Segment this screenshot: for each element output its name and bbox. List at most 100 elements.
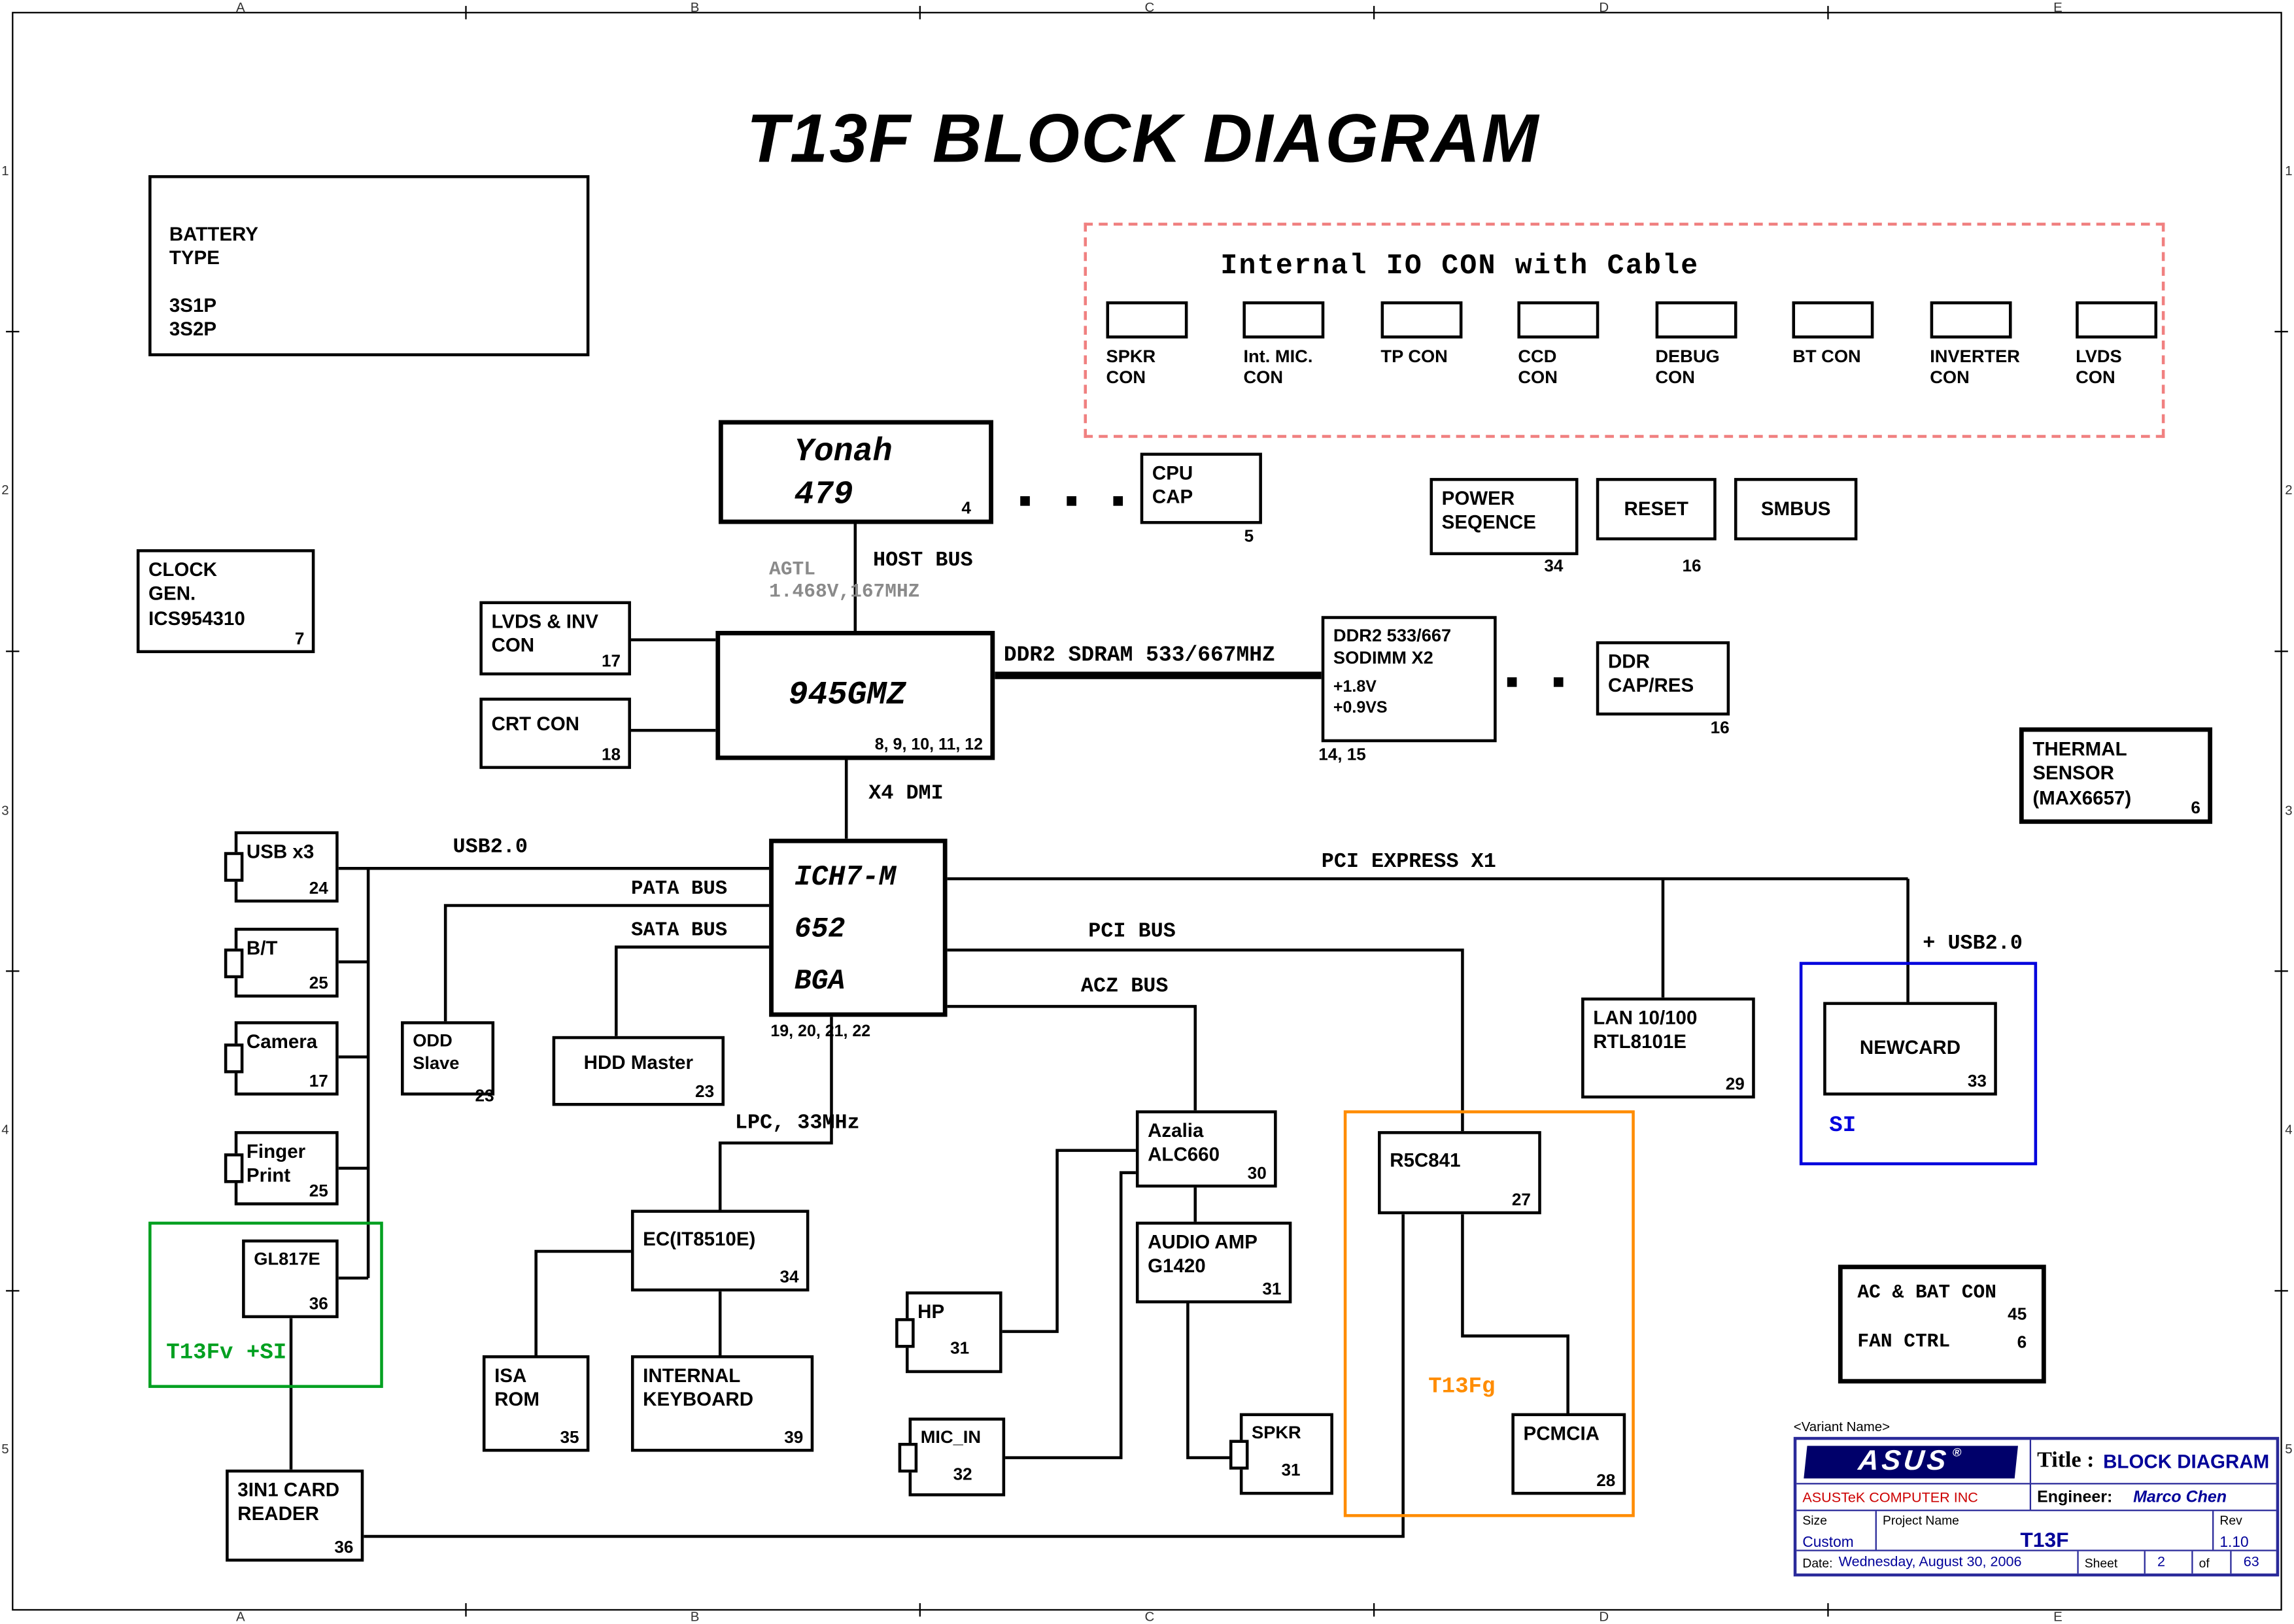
- connector-inverter-con: INVERTER CON: [1930, 301, 2020, 388]
- block-usb-x3-label: USB x3: [246, 840, 315, 863]
- label-pcie: PCI EXPRESS X1: [1321, 850, 1496, 875]
- block-ec-num: 34: [779, 1269, 799, 1287]
- connector-label: CCD CON: [1518, 346, 1558, 388]
- wire-cardreader-r5c841: [364, 1214, 1405, 1538]
- wire-pata: [443, 904, 770, 1022]
- block-lvds-inv-con-num: 17: [602, 653, 621, 671]
- block-lan-num: 29: [1725, 1076, 1745, 1094]
- connector-ccd-con: CCD CON: [1518, 301, 1600, 388]
- connector-label: LVDS CON: [2076, 346, 2122, 388]
- block-crt-con-label: CRT CON: [491, 712, 579, 735]
- grid-row-1-right: 1: [2285, 163, 2293, 178]
- block-hp-num: 31: [950, 1340, 970, 1359]
- block-audio-amp-num: 31: [1262, 1281, 1282, 1299]
- label-usb20: USB2.0: [453, 836, 528, 860]
- block-yonah-label: Yonah 479: [794, 433, 893, 513]
- wire-pci: [947, 948, 1464, 1132]
- grid-row-2-right: 2: [2285, 482, 2293, 498]
- block-3in1-card-reader-label: 3IN1 CARD READER: [237, 1478, 340, 1525]
- block-bt-label: B/T: [246, 936, 278, 959]
- grid-col-e-top: E: [2053, 0, 2063, 15]
- grid-row-4-right: 4: [2285, 1122, 2293, 1138]
- grid-row-2-left: 2: [1, 482, 9, 498]
- label-t13fg: T13Fg: [1428, 1374, 1496, 1400]
- block-sodimm-num: 14, 15: [1318, 747, 1366, 765]
- logo-cell: ASUS ®: [1796, 1440, 2032, 1483]
- wire-sata: [614, 945, 770, 1036]
- block-camera-label: Camera: [246, 1030, 318, 1053]
- block-945gmz-label: 945GMZ: [788, 677, 906, 715]
- label-agtl: AGTL 1.468V,167MHZ: [769, 558, 920, 603]
- block-yonah: Yonah 479 4: [718, 420, 993, 524]
- title-block-table: ASUS ® Title : BLOCK DIAGRAM ASUSTeK COM…: [1793, 1436, 2280, 1577]
- block-reset-label: RESET: [1624, 497, 1688, 520]
- block-hdd-master-num: 23: [695, 1083, 715, 1102]
- block-odd-slave-num: 23: [475, 1088, 494, 1106]
- wire-r5c841-pcmcia: [1461, 1214, 1569, 1413]
- sheet-label: Sheet: [2084, 1555, 2118, 1570]
- block-newcard: NEWCARD 33: [1823, 1002, 1997, 1096]
- title-value: BLOCK DIAGRAM: [2103, 1450, 2270, 1473]
- connector-label: BT CON: [1792, 346, 1861, 367]
- sheet-label-cell: Sheet: [2079, 1551, 2146, 1574]
- grid-col-d-bottom: D: [1599, 1609, 1609, 1624]
- block-cpu-cap-num: 5: [1244, 528, 1254, 547]
- block-thermal-sensor: THERMAL SENSOR (MAX6657) 6: [2019, 727, 2213, 824]
- engineer-name: Marco Chen: [2133, 1488, 2227, 1506]
- grid-col-c-top: C: [1144, 0, 1155, 15]
- newcard-si-frame: [1799, 962, 2038, 1166]
- sheet-of-cell: of: [2193, 1551, 2232, 1574]
- block-bt: B/T 25: [234, 928, 339, 998]
- block-sodimm-volt: +1.8V +0.9VS: [1333, 678, 1388, 717]
- block-ddr-cap-res-num: 16: [1710, 720, 1730, 738]
- label-pci-bus: PCI BUS: [1088, 920, 1176, 945]
- block-gl817e-label: GL817E: [254, 1248, 320, 1270]
- wire-acz: [947, 1005, 1197, 1111]
- label-lpc: LPC, 33MHz: [734, 1111, 860, 1136]
- block-ac-bat-num: 45: [2008, 1306, 2027, 1325]
- block-hdd-master-label: HDD Master: [583, 1051, 693, 1074]
- connector-box-icon: [1243, 301, 1326, 339]
- project-value: T13F: [2020, 1527, 2069, 1551]
- block-internal-keyboard: INTERNAL KEYBOARD 39: [630, 1355, 814, 1452]
- block-crt-con-num: 18: [602, 747, 621, 765]
- label-sata-bus: SATA BUS: [630, 920, 728, 943]
- connector-int-mic-con: Int. MIC. CON: [1243, 301, 1326, 388]
- block-camera: Camera 17: [234, 1021, 339, 1096]
- registered-mark-icon: ®: [1951, 1446, 1966, 1459]
- block-mic-in-num: 32: [953, 1466, 972, 1485]
- date-label: Date:: [1802, 1555, 1833, 1570]
- io-con-frame: [1084, 222, 2165, 438]
- battery-heading: BATTERY TYPE: [169, 222, 258, 269]
- block-gl817e-num: 36: [309, 1296, 328, 1314]
- connector-box-icon: [1380, 301, 1463, 339]
- block-smbus-label: SMBUS: [1760, 497, 1831, 520]
- block-pcmcia-num: 28: [1596, 1472, 1616, 1491]
- grid-col-d-top: D: [1599, 0, 1609, 15]
- block-cpu-cap-label: CPU CAP: [1152, 462, 1193, 509]
- block-sodimm-label: DDR2 533/667 SODIMM X2: [1333, 624, 1452, 668]
- block-reset-num: 16: [1682, 558, 1702, 576]
- block-ich7m-label: ICH7-M 652 BGA: [794, 860, 897, 998]
- engineer-cell: Engineer: Marco Chen: [2031, 1485, 2276, 1510]
- grid-col-a-bottom: A: [236, 1609, 245, 1624]
- block-yonah-num: 4: [961, 500, 971, 518]
- block-ac-bat-label: AC & BAT CON: [1857, 1281, 1996, 1304]
- block-odd-slave-label: ODD Slave: [413, 1030, 460, 1074]
- grid-row-3-right: 3: [2285, 803, 2293, 819]
- date-value: Wednesday, August 30, 2006: [1838, 1554, 2022, 1571]
- grid-col-b-bottom: B: [690, 1609, 700, 1624]
- engineer-label: Engineer:: [2037, 1488, 2113, 1506]
- block-r5c841-label: R5C841: [1390, 1149, 1461, 1172]
- block-isa-rom-num: 35: [560, 1429, 579, 1447]
- grid-col-e-bottom: E: [2053, 1609, 2063, 1624]
- asus-logo: ASUS ®: [1804, 1446, 2018, 1479]
- block-spkr: SPKR 31: [1239, 1413, 1333, 1495]
- connector-bt-con: BT CON: [1792, 301, 1875, 388]
- label-pata-bus: PATA BUS: [630, 879, 728, 902]
- page-title: T13F BLOCK DIAGRAM: [746, 99, 1540, 177]
- block-ddr-cap-res-label: DDR CAP/RES: [1607, 650, 1694, 697]
- asus-logo-text: ASUS: [1857, 1446, 1951, 1478]
- grid-col-a-top: A: [236, 0, 245, 15]
